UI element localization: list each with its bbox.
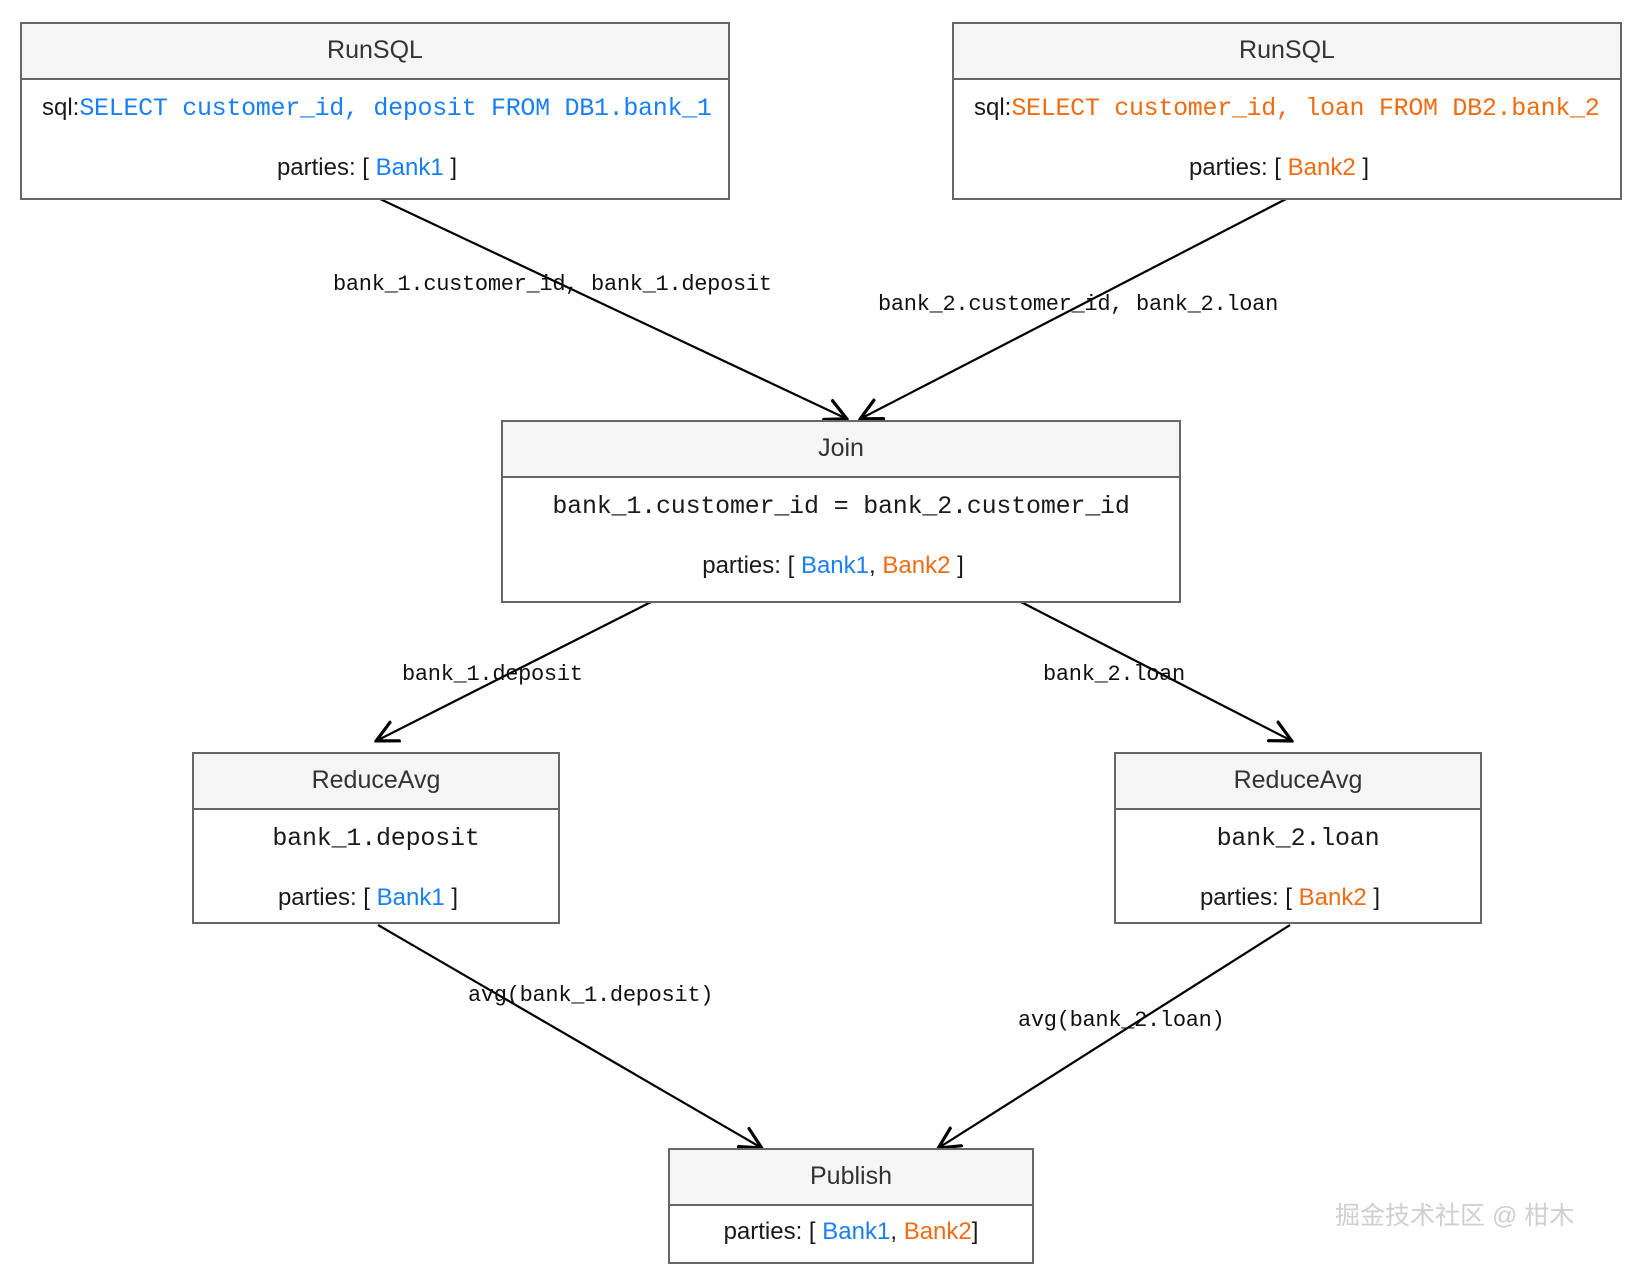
sql-key-label: sql: bbox=[974, 94, 1012, 122]
edge-label-reduceavg-left-to-publish: avg(bank_1.deposit) bbox=[468, 983, 714, 1008]
party-chip-bank1: Bank1 bbox=[800, 552, 870, 579]
runsql-right-parties-row: parties: [ Bank2 ] bbox=[1188, 154, 1370, 181]
node-body-reduceavg-right: bank_2.loan parties: [ Bank2 ] bbox=[1116, 810, 1480, 928]
runsql-right-sql-row: sql:SELECT customer_id, loan FROM DB2.ba… bbox=[966, 92, 1608, 126]
party-chip-bank1: Bank1 bbox=[822, 1218, 891, 1246]
publish-parties-row: parties: [ Bank1, Bank2] bbox=[723, 1218, 979, 1246]
party-chip-bank2: Bank2 bbox=[1298, 884, 1367, 911]
node-title-reduceavg-left: ReduceAvg bbox=[194, 754, 558, 811]
join-parties-row: parties: [ Bank1, Bank2 ] bbox=[702, 552, 964, 579]
node-runsql-right[interactable]: RunSQL sql:SELECT customer_id, loan FROM… bbox=[952, 22, 1622, 200]
runsql-left-parties-row: parties: [ Bank1 ] bbox=[276, 154, 458, 181]
edge-reduceavg-left-to-publish bbox=[377, 924, 760, 1147]
reduceavg-left-column-text: bank_1.deposit bbox=[272, 824, 480, 854]
reduceavg-right-column-text: bank_2.loan bbox=[1216, 824, 1380, 854]
party-chip-bank2: Bank2 bbox=[882, 552, 951, 579]
node-join[interactable]: Join bank_1.customer_id = bank_2.custome… bbox=[501, 420, 1181, 603]
edge-label-runsql-right-to-join: bank_2.customer_id, bank_2.loan bbox=[878, 292, 1278, 317]
party-chip-bank2: Bank2 bbox=[903, 1218, 972, 1246]
join-condition-text: bank_1.customer_id = bank_2.customer_id bbox=[552, 492, 1130, 522]
node-title-runsql-left: RunSQL bbox=[22, 24, 728, 81]
node-reduceavg-right[interactable]: ReduceAvg bank_2.loan parties: [ Bank2 ] bbox=[1114, 752, 1482, 924]
edge-label-join-to-reduceavg-left: bank_1.deposit bbox=[402, 662, 583, 687]
party-chip-bank1: Bank1 bbox=[375, 154, 444, 181]
edge-reduceavg-right-to-publish bbox=[940, 924, 1291, 1147]
sql-key-label: sql: bbox=[42, 94, 80, 122]
edge-runsql-left-to-join bbox=[377, 197, 845, 418]
parties-label: parties: bbox=[723, 1218, 803, 1246]
edge-label-join-to-reduceavg-right: bank_2.loan bbox=[1043, 662, 1185, 687]
node-body-publish: parties: [ Bank1, Bank2] bbox=[670, 1206, 1032, 1262]
parties-label: parties: bbox=[1188, 154, 1268, 181]
node-runsql-left[interactable]: RunSQL sql:SELECT customer_id, deposit F… bbox=[20, 22, 730, 200]
reduceavg-right-parties-row: parties: [ Bank2 ] bbox=[1199, 884, 1381, 911]
parties-label: parties: bbox=[277, 884, 357, 911]
watermark-text: 掘金技术社区 @ 柑木 bbox=[1335, 1202, 1575, 1230]
node-reduceavg-left[interactable]: ReduceAvg bank_1.deposit parties: [ Bank… bbox=[192, 752, 560, 924]
node-body-runsql-left: sql:SELECT customer_id, deposit FROM DB1… bbox=[22, 80, 728, 198]
node-title-join: Join bbox=[503, 422, 1179, 479]
runsql-left-sql-row: sql:SELECT customer_id, deposit FROM DB1… bbox=[34, 92, 716, 126]
parties-label: parties: bbox=[276, 154, 356, 181]
parties-label: parties: bbox=[1199, 884, 1279, 911]
party-chip-bank2: Bank2 bbox=[1287, 154, 1356, 181]
node-body-join: bank_1.customer_id = bank_2.customer_id … bbox=[503, 478, 1179, 596]
node-body-runsql-right: sql:SELECT customer_id, loan FROM DB2.ba… bbox=[954, 80, 1620, 198]
parties-label: parties: bbox=[702, 552, 781, 579]
party-chip-bank1: Bank1 bbox=[376, 884, 445, 911]
edge-label-runsql-left-to-join: bank_1.customer_id, bank_1.deposit bbox=[333, 272, 772, 297]
node-title-runsql-right: RunSQL bbox=[954, 24, 1620, 81]
node-publish[interactable]: Publish parties: [ Bank1, Bank2] bbox=[668, 1148, 1034, 1264]
node-body-reduceavg-left: bank_1.deposit parties: [ Bank1 ] bbox=[194, 810, 558, 928]
sql-value-text: SELECT customer_id, loan FROM DB2.bank_2 bbox=[1011, 94, 1600, 124]
reduceavg-left-parties-row: parties: [ Bank1 ] bbox=[277, 884, 459, 911]
sql-value-text: SELECT customer_id, deposit FROM DB1.ban… bbox=[79, 94, 712, 124]
edge-label-reduceavg-right-to-publish: avg(bank_2.loan) bbox=[1018, 1008, 1225, 1033]
node-title-publish: Publish bbox=[670, 1150, 1032, 1207]
node-title-reduceavg-right: ReduceAvg bbox=[1116, 754, 1480, 811]
